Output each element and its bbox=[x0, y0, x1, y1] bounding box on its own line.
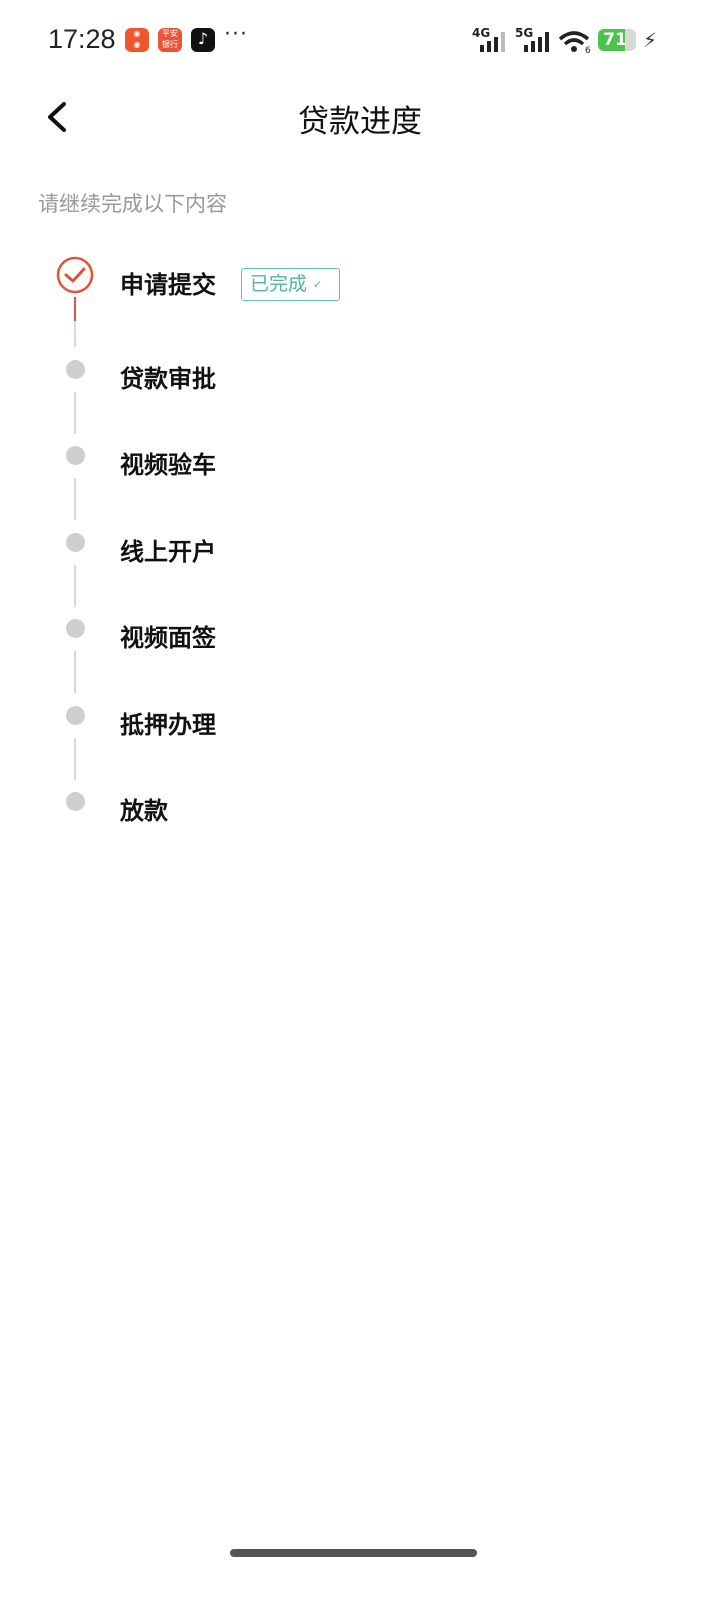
signal-4g-icon bbox=[480, 32, 505, 52]
check-icon: ✓ bbox=[313, 278, 323, 291]
step-dot bbox=[66, 792, 85, 811]
charging-icon: ⚡ bbox=[643, 28, 658, 52]
timeline-connector-done bbox=[74, 297, 76, 321]
page-title: 贷款进度 bbox=[298, 104, 422, 140]
network-5g-label: 5G bbox=[515, 26, 534, 40]
timeline-connector bbox=[74, 478, 76, 520]
network-4g-label: 4G bbox=[472, 26, 491, 40]
status-bar: 17:28 ◉◉ 平安银行 ♪ ··· 4G 5G 6 71 ⚡ bbox=[0, 0, 720, 80]
wifi-icon: 6 bbox=[558, 31, 591, 54]
timeline-connector bbox=[74, 565, 76, 607]
hint-text: 请继续完成以下内容 bbox=[38, 192, 227, 216]
step-label: 放款 bbox=[120, 797, 168, 825]
status-badge: 已完成 ✓ bbox=[241, 268, 340, 301]
timeline-connector bbox=[74, 392, 76, 434]
step-dot bbox=[66, 619, 85, 638]
battery-level: 71 bbox=[603, 30, 627, 50]
timeline-connector bbox=[74, 321, 76, 347]
step-label: 申请提交 bbox=[120, 271, 216, 299]
step-label: 抵押办理 bbox=[120, 711, 216, 739]
svg-text:6: 6 bbox=[585, 46, 591, 54]
battery-icon: 71 bbox=[598, 29, 636, 51]
timeline-connector bbox=[74, 651, 76, 693]
douyin-app-icon: ♪ bbox=[191, 28, 215, 52]
timeline-connector bbox=[74, 738, 76, 780]
step-dot bbox=[66, 706, 85, 725]
step-label: 线上开户 bbox=[120, 538, 216, 566]
chevron-left-icon bbox=[48, 102, 66, 132]
step-dot bbox=[66, 360, 85, 379]
kuaishou-app-icon: ◉◉ bbox=[125, 28, 149, 52]
home-indicator[interactable] bbox=[230, 1549, 477, 1557]
step-label: 视频面签 bbox=[120, 624, 216, 652]
badge-text: 已完成 bbox=[250, 273, 308, 295]
step-label: 贷款审批 bbox=[120, 365, 216, 393]
step-dot bbox=[66, 533, 85, 552]
signal-5g-icon bbox=[524, 32, 549, 52]
more-notifications-icon: ··· bbox=[224, 22, 248, 47]
step-dot bbox=[66, 446, 85, 465]
check-circle-icon bbox=[56, 256, 94, 294]
pingan-bank-app-icon: 平安银行 bbox=[158, 28, 182, 52]
back-button[interactable] bbox=[40, 98, 76, 138]
step-label: 视频验车 bbox=[120, 451, 216, 479]
clock: 17:28 bbox=[48, 24, 116, 54]
